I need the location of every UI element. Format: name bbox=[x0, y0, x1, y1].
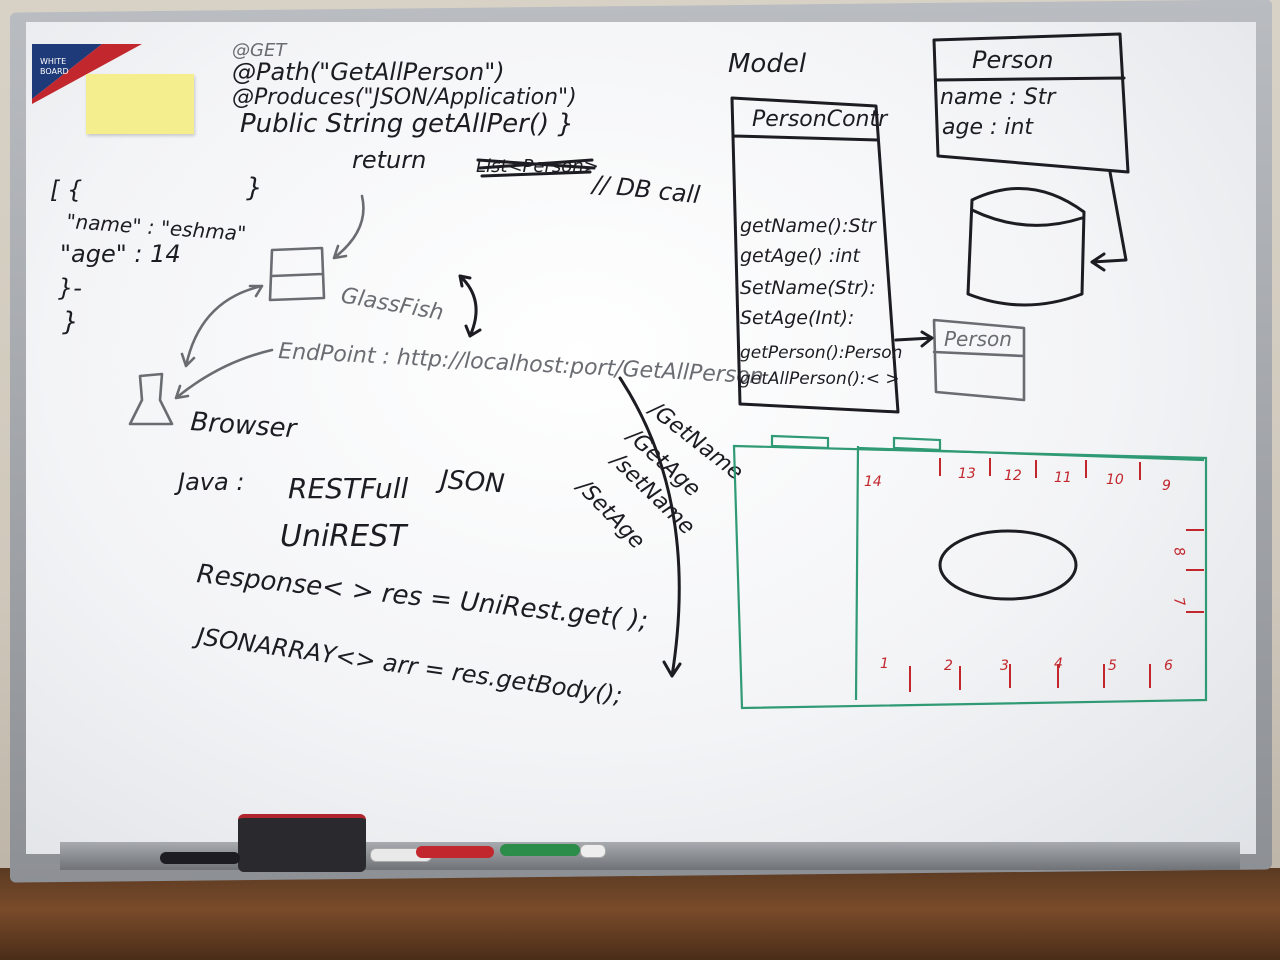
controller-method-4: SetAge(Int): bbox=[740, 307, 854, 329]
method-signature: Public String getAllPer() } bbox=[240, 109, 574, 139]
seat-1: 1 bbox=[880, 656, 889, 672]
restfull-label: RESTFull bbox=[288, 472, 409, 505]
json-age-line: "age" : 14 bbox=[60, 240, 181, 268]
seat-ticks bbox=[909, 458, 1204, 692]
model-title: Model bbox=[728, 49, 807, 79]
response-line: Response< > res = UniRest.get( ); bbox=[195, 559, 649, 636]
seat-7: 7 bbox=[1170, 596, 1187, 608]
controller-method-6: getAllPerson():< > bbox=[740, 369, 900, 389]
person-field-age: age : int bbox=[942, 115, 1034, 140]
annotation-get: @GET bbox=[232, 40, 288, 61]
annotation-path: @Path("GetAllPerson") bbox=[232, 58, 505, 86]
server-label: GlassFish bbox=[339, 283, 446, 326]
controller-method-3: SetName(Str): bbox=[740, 277, 876, 299]
seat-4: 4 bbox=[1054, 656, 1063, 672]
json-close1: }- bbox=[58, 274, 82, 302]
seat-10: 10 bbox=[1106, 472, 1124, 488]
floorplan-inner bbox=[854, 445, 1205, 701]
conference-table bbox=[938, 529, 1078, 601]
seat-5: 5 bbox=[1108, 658, 1117, 674]
endpoint-url: EndPoint : http://localhost:port/GetAllP… bbox=[278, 339, 765, 389]
seat-13: 13 bbox=[958, 466, 976, 482]
database-icon bbox=[966, 186, 1086, 307]
arrow-server-endpoint bbox=[458, 274, 482, 338]
arrow-controller-person bbox=[894, 330, 934, 348]
controller-method-2: getAge() :int bbox=[740, 245, 862, 267]
seat-9: 9 bbox=[1162, 478, 1171, 494]
controller-method-5: getPerson():Person bbox=[740, 343, 902, 363]
arrow-person-to-db bbox=[1090, 170, 1128, 272]
floorplan-doors bbox=[770, 434, 942, 452]
jsonarray-line: JSONARRAY<> arr = res.getBody(); bbox=[191, 622, 624, 710]
black-marker[interactable] bbox=[160, 852, 240, 864]
floorplan-outer bbox=[732, 444, 1208, 710]
scribble-strike bbox=[476, 158, 596, 178]
person-instance-title: Person bbox=[944, 327, 1012, 351]
person-field-name: name : Str bbox=[940, 85, 1057, 110]
browser-label: Browser bbox=[190, 407, 300, 444]
seat-12: 12 bbox=[1004, 468, 1022, 484]
seat-8: 8 bbox=[1170, 546, 1187, 558]
person-class-title: Person bbox=[972, 46, 1054, 74]
controller-class-box bbox=[730, 96, 900, 414]
unirest-label: UniREST bbox=[280, 519, 409, 554]
person-class-box bbox=[932, 32, 1130, 174]
java-label: Java : bbox=[174, 468, 244, 496]
red-marker[interactable] bbox=[416, 846, 494, 858]
arrow-endpoint-browser bbox=[174, 348, 274, 400]
json-brace-right: } bbox=[246, 173, 263, 203]
json-open: [ { bbox=[50, 176, 82, 204]
whiteboard-surface bbox=[26, 22, 1256, 854]
badge-line2: BOARD bbox=[40, 67, 69, 76]
return-keyword: return bbox=[352, 146, 426, 174]
person-instance-box bbox=[932, 318, 1026, 402]
sticky-note bbox=[86, 74, 194, 134]
arrow-browser-server bbox=[180, 284, 264, 368]
controller-title: PersonContr bbox=[752, 107, 889, 132]
browser-icon bbox=[128, 372, 174, 426]
seat-6: 6 bbox=[1164, 658, 1173, 674]
seat-2: 2 bbox=[944, 658, 953, 674]
board-eraser[interactable] bbox=[238, 814, 366, 872]
seat-3: 3 bbox=[1000, 658, 1009, 674]
floor bbox=[0, 868, 1280, 960]
json-label: JSON bbox=[435, 465, 506, 500]
server-icon bbox=[268, 246, 326, 302]
seat-11: 11 bbox=[1054, 470, 1072, 486]
controller-method-1: getName():Str bbox=[740, 215, 877, 237]
annotation-produces: @Produces("JSON/Application") bbox=[232, 85, 577, 110]
arrow-return-to-server bbox=[332, 194, 365, 260]
arrow-to-unirest-call bbox=[618, 376, 682, 678]
seat-14: 14 bbox=[864, 474, 882, 490]
json-close2: } bbox=[62, 307, 79, 337]
white-marker-2[interactable] bbox=[580, 844, 606, 858]
badge-line1: WHITE bbox=[40, 57, 66, 66]
green-marker[interactable] bbox=[500, 844, 580, 856]
db-call-comment: // DB call bbox=[589, 170, 701, 209]
